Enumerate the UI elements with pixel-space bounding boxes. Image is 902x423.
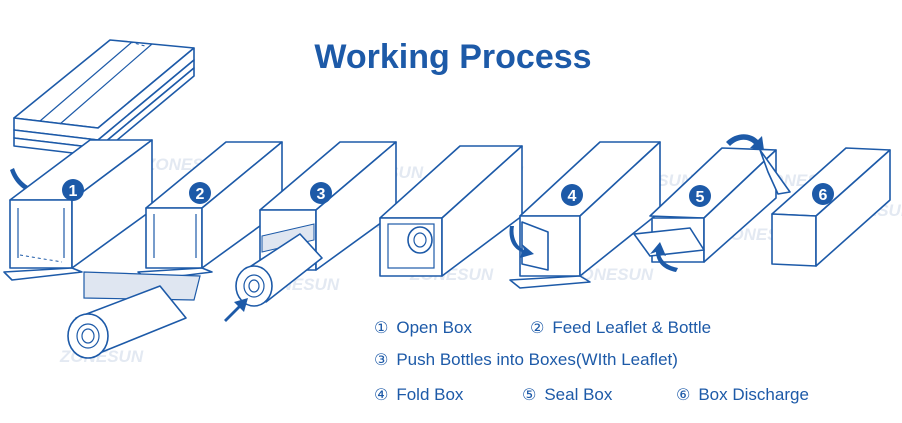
- svg-text:3: 3: [317, 186, 326, 203]
- legend-number: ④: [374, 385, 389, 404]
- watermark-text: ZONESUN: [569, 265, 654, 284]
- legend-label: Feed Leaflet & Bottle: [552, 318, 712, 337]
- legend-label: Push Bottles into Boxes(WIth Leaflet): [396, 350, 678, 369]
- legend-number: ①: [374, 318, 389, 337]
- badge-5: 5: [689, 185, 711, 207]
- svg-text:4: 4: [568, 188, 577, 205]
- seal-bottom-arrow-icon: [650, 242, 678, 272]
- seal-top-arrow-icon: [726, 134, 764, 150]
- legend-label: Open Box: [396, 318, 472, 337]
- legend-item: ① Open Box: [374, 318, 472, 338]
- bottle-1: [67, 285, 187, 359]
- badge-6: 6: [812, 183, 834, 205]
- push-arrow-icon: [224, 298, 248, 322]
- legend-item: ② Feed Leaflet & Bottle: [530, 318, 711, 338]
- svg-text:2: 2: [196, 186, 205, 203]
- legend-number: ⑥: [676, 385, 691, 404]
- legend-label: Box Discharge: [698, 385, 809, 404]
- legend-number: ②: [530, 318, 545, 337]
- badge-4: 4: [561, 184, 583, 206]
- svg-text:6: 6: [819, 187, 828, 204]
- fold-arrow-icon: [509, 226, 534, 258]
- fold-box: [509, 141, 661, 289]
- legend-number: ⑤: [522, 385, 537, 404]
- leaflet: [83, 271, 201, 301]
- legend-label: Fold Box: [396, 385, 464, 404]
- legend-item: ④ Fold Box: [374, 385, 463, 405]
- svg-text:1: 1: [69, 183, 78, 200]
- legend-item: ⑥ Box Discharge: [676, 385, 809, 405]
- svg-text:5: 5: [696, 189, 705, 206]
- legend-label: Seal Box: [544, 385, 613, 404]
- legend-number: ③: [374, 350, 389, 369]
- box-with-bottle: [379, 145, 523, 277]
- legend-item: ⑤ Seal Box: [522, 385, 612, 405]
- open-box-1: [3, 139, 153, 281]
- bottle-2: [235, 233, 323, 307]
- badge-2: 2: [189, 182, 211, 204]
- seal-box: [633, 147, 791, 263]
- badge-3: 3: [310, 182, 332, 204]
- discharged-box: [771, 147, 891, 267]
- legend-item: ③ Push Bottles into Boxes(WIth Leaflet): [374, 350, 678, 370]
- badge-1: 1: [62, 179, 84, 201]
- open-box-2: [137, 141, 283, 281]
- page-title: Working Process: [314, 38, 592, 76]
